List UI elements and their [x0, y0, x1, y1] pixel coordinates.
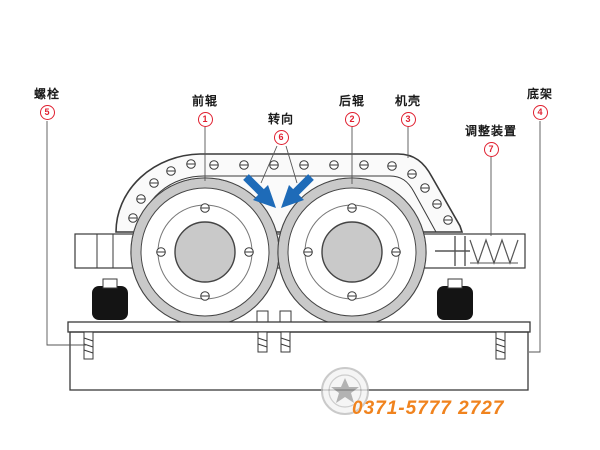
front-roller — [130, 177, 280, 327]
bearing-block-left — [92, 286, 128, 320]
base-plate — [67, 321, 531, 333]
label-adjuster-number: 7 — [483, 142, 499, 157]
label-base-frame-text: 底架 — [526, 87, 554, 101]
anchor-bolt-mid-1 — [257, 331, 268, 353]
anchor-bolt-right — [495, 331, 506, 360]
leader-lines — [46, 121, 541, 353]
label-front-roller: 前辊 1 — [192, 92, 218, 127]
label-rear-roller-text: 后辊 — [338, 94, 366, 108]
label-bolt: 螺栓 5 — [34, 85, 60, 120]
base-studs — [256, 310, 292, 323]
bearing-cap-right — [447, 278, 463, 289]
label-adjuster-text: 调整装置 — [464, 124, 518, 138]
anchor-bolts — [83, 331, 506, 360]
label-rotation: 转向 6 — [268, 110, 294, 145]
label-base-frame: 底架 4 — [527, 85, 553, 120]
label-rear-roller-number: 2 — [344, 112, 360, 127]
rotation-arrows — [243, 174, 314, 208]
label-front-roller-number: 1 — [197, 112, 213, 127]
adjuster-rod — [435, 236, 519, 266]
label-front-roller-text: 前辊 — [191, 94, 219, 108]
anchor-bolt-left — [83, 331, 94, 360]
label-base-frame-number: 4 — [532, 105, 548, 120]
label-bolt-text: 螺栓 — [33, 87, 61, 101]
label-casing-number: 3 — [400, 112, 416, 127]
label-casing-text: 机壳 — [394, 94, 422, 108]
label-casing: 机壳 3 — [395, 92, 421, 127]
rotation-arrow-left — [243, 174, 276, 208]
star-icon — [331, 378, 359, 403]
bottom-frame — [69, 331, 529, 391]
watermark-phone: 0371-5777 2727 — [352, 398, 505, 419]
label-rotation-number: 6 — [273, 130, 289, 145]
rotation-arrow-right — [281, 174, 314, 208]
anchor-bolt-mid-2 — [280, 331, 291, 353]
watermark-emblem — [321, 367, 369, 415]
bearing-cap-left — [102, 278, 118, 289]
bearing-block-right — [437, 286, 473, 320]
label-rotation-text: 转向 — [267, 112, 295, 126]
label-adjuster: 调整装置 7 — [465, 122, 517, 157]
label-bolt-number: 5 — [39, 105, 55, 120]
label-rear-roller: 后辊 2 — [339, 92, 365, 127]
